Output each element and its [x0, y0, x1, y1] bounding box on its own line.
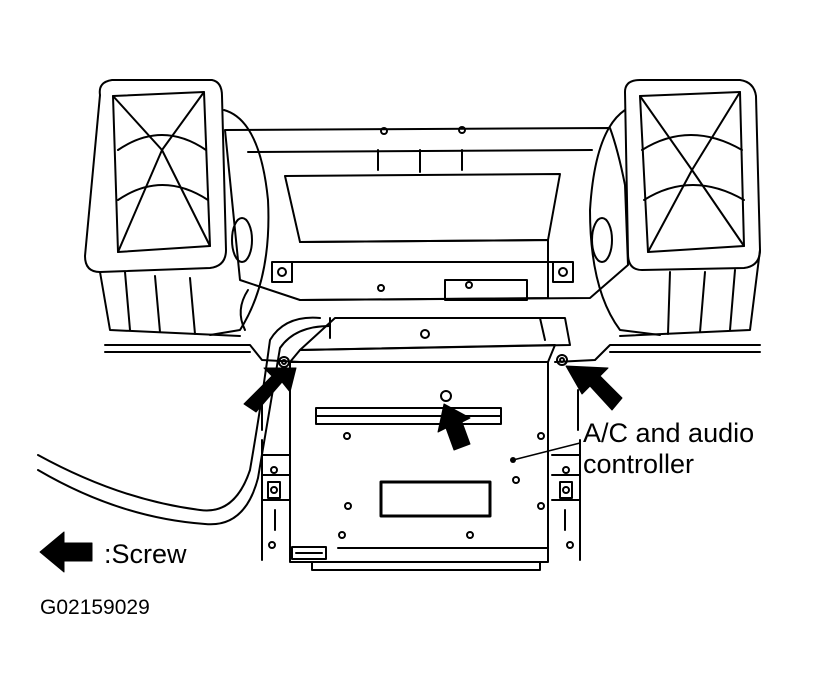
right-air-vent: [589, 79, 761, 337]
wire-harness: [37, 289, 331, 526]
arrow-left-icon: [39, 531, 93, 573]
dashboard-housing: [224, 126, 629, 301]
ac-audio-controller: [289, 317, 571, 571]
screw-arrow-left: [243, 367, 297, 413]
callout-label-line-1: A/C and audio: [583, 418, 755, 448]
side-trim-rails: [104, 344, 761, 363]
callout-label-line-2: controller: [583, 449, 695, 479]
callout-leader-line: [512, 442, 581, 461]
callout-leader-dot: [510, 457, 516, 463]
right-mounting-bracket: [551, 354, 581, 561]
left-mounting-bracket: [261, 356, 291, 561]
legend-label-screw: :Screw: [104, 539, 187, 569]
screw-arrow-center: [437, 403, 471, 451]
screw-arrow-right: [565, 365, 623, 411]
figure-id: G02159029: [40, 596, 150, 619]
left-air-vent: [84, 79, 270, 337]
